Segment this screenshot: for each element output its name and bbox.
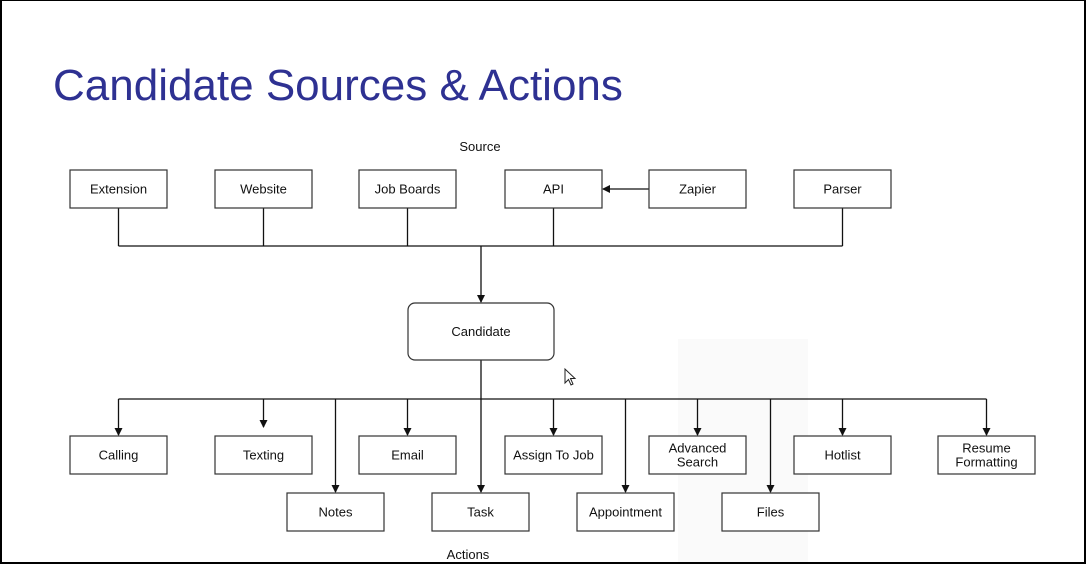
node-job-boards: Job Boards: [358, 169, 457, 209]
node-website-label: Website: [240, 182, 287, 197]
node-texting-label: Texting: [243, 448, 284, 463]
node-notes-label: Notes: [319, 505, 353, 520]
node-calling: Calling: [69, 435, 168, 475]
node-resume-formatting-box: [937, 435, 1036, 475]
node-appointment-label: Appointment: [589, 505, 662, 520]
node-candidate: Candidate: [407, 302, 555, 361]
node-api-label: API: [543, 182, 564, 197]
node-assign-to-job-label: Assign To Job: [513, 448, 594, 463]
node-email-label: Email: [391, 448, 424, 463]
node-task-box: [431, 492, 530, 532]
node-candidate-box: [407, 302, 555, 361]
node-email-box: [358, 435, 457, 475]
node-appointment-box: [576, 492, 675, 532]
node-calling-label: Calling: [99, 448, 139, 463]
node-extension-box: [69, 169, 168, 209]
node-extension-label: Extension: [90, 182, 147, 197]
node-notes-box: [286, 492, 385, 532]
node-advanced-search-box: [648, 435, 747, 475]
node-candidate-label: Candidate: [451, 324, 510, 339]
node-zapier: Zapier: [648, 169, 747, 209]
node-parser-label: Parser: [823, 182, 862, 197]
node-hotlist: Hotlist: [793, 435, 892, 475]
node-hotlist-box: [793, 435, 892, 475]
node-api: API: [504, 169, 603, 209]
node-resume-formatting-label: Formatting: [955, 455, 1017, 470]
node-texting-box: [214, 435, 313, 475]
node-appointment: Appointment: [576, 492, 675, 532]
node-notes: Notes: [286, 492, 385, 532]
node-calling-box: [69, 435, 168, 475]
actions-label: Actions: [447, 547, 490, 562]
node-parser-box: [793, 169, 892, 209]
slide-title: Candidate Sources & Actions: [53, 61, 623, 110]
source-label: Source: [459, 139, 500, 154]
node-hotlist-label: Hotlist: [824, 448, 861, 463]
node-task: Task: [431, 492, 530, 532]
node-email: Email: [358, 435, 457, 475]
node-files: Files: [721, 492, 820, 532]
node-assign-to-job-box: [504, 435, 603, 475]
node-extension: Extension: [69, 169, 168, 209]
node-resume-formatting-label: Resume: [962, 441, 1010, 456]
node-files-box: [721, 492, 820, 532]
node-zapier-box: [648, 169, 747, 209]
node-website-box: [214, 169, 313, 209]
node-assign-to-job: Assign To Job: [504, 435, 603, 475]
node-parser: Parser: [793, 169, 892, 209]
node-texting: Texting: [214, 435, 313, 475]
node-job-boards-label: Job Boards: [375, 182, 441, 197]
node-advanced-search-label: Advanced: [669, 441, 727, 456]
node-job-boards-box: [358, 169, 457, 209]
node-website: Website: [214, 169, 313, 209]
node-api-box: [504, 169, 603, 209]
connector-lines: [114, 185, 991, 493]
mouse-cursor-icon: [564, 367, 577, 386]
node-task-label: Task: [467, 505, 494, 520]
node-zapier-label: Zapier: [679, 182, 717, 197]
node-files-label: Files: [757, 505, 785, 520]
node-advanced-search-label: Search: [677, 455, 718, 470]
diagram-nodes: Extension Website Job Boards API Zapier Parse…: [69, 169, 1036, 532]
